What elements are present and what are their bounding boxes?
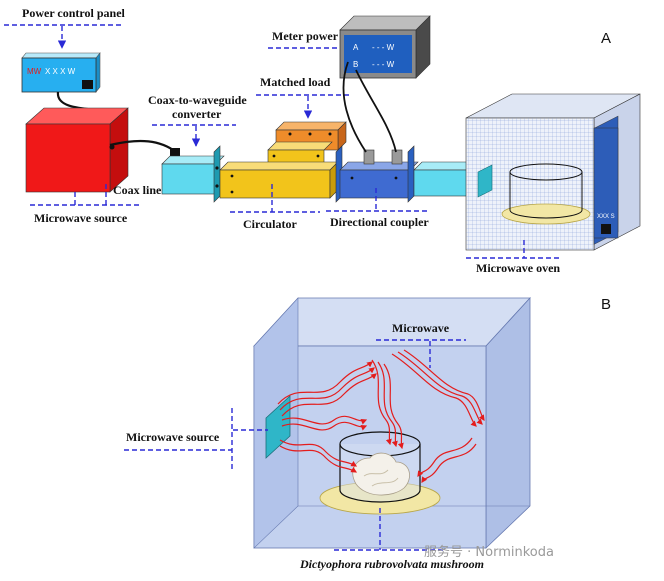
mushroom-sample bbox=[352, 452, 410, 496]
panel-b-letter: B bbox=[601, 296, 611, 313]
label-microwave-source-a: Microwave source bbox=[34, 211, 128, 225]
label-microwave-source-b: Microwave source bbox=[126, 430, 220, 444]
oven-display: XXX S bbox=[597, 214, 615, 220]
label-microwave: Microwave bbox=[392, 321, 450, 335]
meter-line2-letter: B bbox=[353, 60, 358, 69]
label-coax-to-waveguide-line2: converter bbox=[172, 107, 222, 121]
panel-readout: X X X W bbox=[45, 67, 76, 76]
panel-readout-prefix: MW bbox=[27, 67, 42, 76]
label-directional-coupler: Directional coupler bbox=[330, 215, 429, 229]
power-control-panel: MW X X X W bbox=[21, 52, 101, 93]
label-power-control-panel: Power control panel bbox=[22, 6, 126, 20]
power-meter: A - - - W B - - - W bbox=[339, 15, 431, 79]
meter-line1-letter: A bbox=[353, 43, 359, 52]
label-meter-power: Meter power bbox=[272, 29, 339, 43]
circulator bbox=[219, 141, 339, 199]
meter-line2-value: - - - W bbox=[372, 60, 395, 69]
panel-a-letter: A bbox=[601, 30, 611, 47]
label-coax-to-waveguide-line1: Coax-to-waveguide bbox=[148, 93, 247, 107]
label-circulator: Circulator bbox=[243, 217, 297, 231]
directional-coupler bbox=[339, 149, 419, 199]
label-matched-load: Matched load bbox=[260, 75, 331, 89]
label-coax-line: Coax line bbox=[113, 183, 162, 197]
coax-to-waveguide-converter bbox=[161, 155, 225, 195]
microwave-rays bbox=[277, 349, 485, 483]
watermark: 服务号 · Norminkoda bbox=[424, 544, 554, 560]
label-microwave-oven: Microwave oven bbox=[476, 261, 560, 275]
meter-line1-value: - - - W bbox=[372, 43, 395, 52]
label-mushroom: Dictyophora rubrovolvata mushroom bbox=[299, 557, 484, 571]
antenna-emitter bbox=[265, 395, 291, 459]
microwave-source-box bbox=[25, 107, 129, 193]
